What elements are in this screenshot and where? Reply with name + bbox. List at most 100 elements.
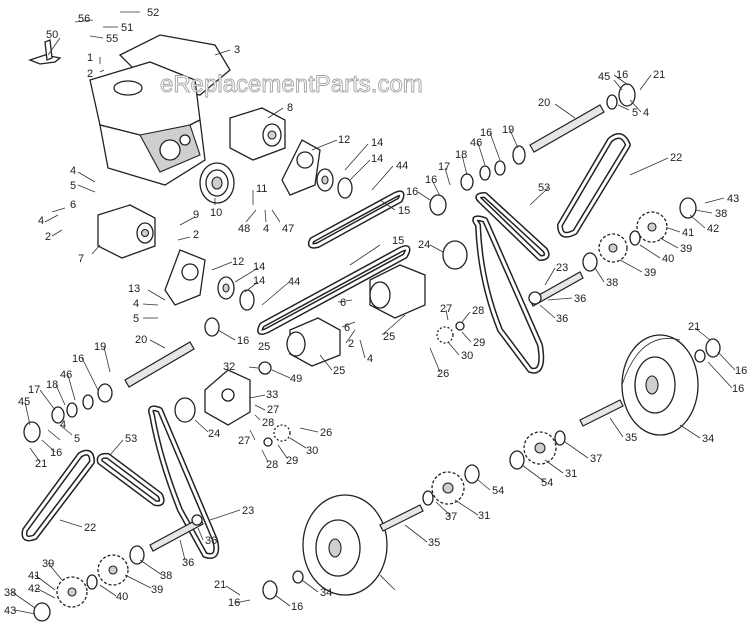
callout: 25: [258, 341, 270, 353]
callout: 47: [282, 223, 294, 235]
tensioner-bracket: [204, 369, 251, 426]
callout: 24: [208, 428, 220, 440]
callout: 5: [632, 107, 638, 119]
callout: 40: [662, 253, 674, 265]
callout: 11: [256, 183, 267, 195]
callout: 45: [18, 396, 30, 408]
callout: 6: [70, 199, 76, 211]
callout: 23: [242, 505, 254, 517]
callout: 4: [60, 419, 66, 431]
callout: 16: [735, 365, 747, 377]
callout: 54: [492, 485, 504, 497]
callout: 39: [680, 243, 692, 255]
callout: 14: [371, 153, 383, 165]
callout: 50: [46, 29, 58, 41]
callout: 2: [45, 231, 51, 243]
callout: 4: [263, 223, 269, 235]
callout: 24: [418, 239, 430, 251]
callout: 46: [60, 369, 72, 381]
callout: 29: [473, 337, 485, 349]
bearing-bracket-upper: [281, 139, 321, 196]
callout: 42: [707, 223, 719, 235]
callout: 31: [565, 468, 577, 480]
callout: 16: [291, 601, 303, 613]
callout: 21: [653, 69, 665, 81]
callout: 27: [440, 303, 452, 315]
callout: 12: [232, 256, 244, 268]
callout: 16: [72, 353, 84, 365]
callout: 38: [160, 570, 172, 582]
watermark-text: eReplacementParts.com: [160, 71, 423, 98]
callout: 33: [266, 389, 278, 401]
callout: 4: [38, 215, 44, 227]
callout: 41: [28, 570, 40, 582]
callout: 53: [538, 182, 550, 194]
callout: 16: [425, 174, 437, 186]
callout: 16: [732, 383, 744, 395]
callout: 22: [84, 522, 96, 534]
leader-lines: [11, 11, 736, 615]
callout: 15: [398, 205, 410, 217]
callout: 16: [616, 69, 628, 81]
callout: 39: [151, 584, 163, 596]
belts-15: [257, 190, 411, 336]
callout: 9: [193, 209, 199, 221]
callout: 53: [125, 433, 137, 445]
callout: 51: [121, 22, 133, 34]
couplers: [258, 321, 465, 447]
callout: 14: [253, 261, 265, 273]
callout: 28: [262, 417, 274, 429]
callout: 13: [128, 283, 140, 295]
idler-rollers: [174, 240, 468, 423]
callout: 17: [438, 161, 450, 173]
callout: 25: [383, 331, 395, 343]
callout: 22: [670, 152, 682, 164]
callout: 37: [590, 453, 602, 465]
sprockets-lower-left: [33, 514, 204, 622]
sprockets-middle: [422, 430, 566, 506]
callout: 35: [625, 432, 637, 444]
callout: 4: [367, 353, 373, 365]
callout: 43: [727, 193, 739, 205]
bearing-stack-left: [23, 317, 220, 443]
callout: 55: [106, 33, 118, 45]
callout: 2: [87, 68, 93, 80]
callout: 21: [35, 458, 47, 470]
callout: 34: [702, 433, 714, 445]
callout: 16: [50, 447, 62, 459]
callout: 36: [205, 535, 217, 547]
callout: 25: [333, 365, 345, 377]
callout: 44: [288, 276, 300, 288]
callout: 3: [234, 44, 240, 56]
callout: 16: [228, 597, 240, 609]
callout: 38: [606, 277, 618, 289]
callout: 5: [133, 313, 139, 325]
callout: 18: [455, 149, 467, 161]
wheel-right: [621, 334, 699, 436]
callout: 28: [266, 459, 278, 471]
shaft-upper: [124, 104, 605, 388]
callout: 21: [214, 579, 226, 591]
callout: 36: [556, 313, 568, 325]
callout: 30: [306, 445, 318, 457]
callout: 20: [135, 334, 147, 346]
callout: 44: [396, 160, 408, 172]
callout: 35: [428, 537, 440, 549]
callout: 52: [147, 7, 159, 19]
callout: 40: [116, 591, 128, 603]
callout: 30: [461, 350, 473, 362]
callout: 31: [478, 510, 490, 522]
callout: 2: [193, 229, 199, 241]
callout: 46: [470, 137, 482, 149]
gearbox-upper: [229, 107, 286, 161]
gearbox-lower: [97, 204, 156, 259]
callout: 15: [392, 235, 404, 247]
engine: [89, 34, 231, 186]
axles: [379, 399, 624, 532]
callout: 5: [74, 433, 80, 445]
callout: 17: [28, 384, 40, 396]
callout: 8: [287, 102, 293, 114]
callout: 26: [437, 368, 449, 380]
callout: 1: [87, 52, 93, 64]
callout-labels: 52 56 51 55 50 1 2 3 8 12 14 14 44 15 4 …: [4, 7, 747, 617]
